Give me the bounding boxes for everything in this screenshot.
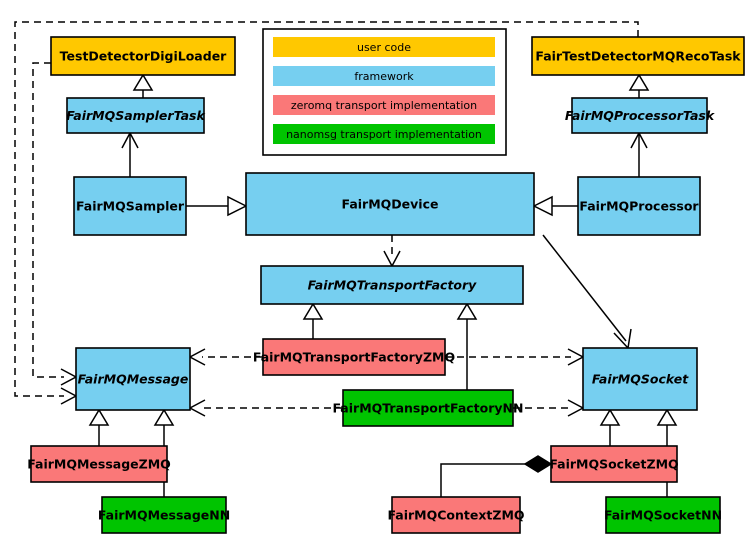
edge-device-to-socket <box>542 234 627 342</box>
class-label-FairMQSocketZMQ: FairMQSocketZMQ <box>549 457 678 472</box>
class-node-FairMQSamplerTask[interactable]: FairMQSamplerTask <box>66 97 205 134</box>
class-node-FairMQSocketNN[interactable]: FairMQSocketNN <box>604 496 722 534</box>
class-box-FairMQContextZMQ[interactable] <box>391 496 521 534</box>
class-node-FairTestDetectorMQRecoTask[interactable]: FairTestDetectorMQRecoTask <box>531 36 745 76</box>
class-label-FairMQProcessorTask: FairMQProcessorTask <box>565 108 715 123</box>
class-node-FairMQTransportFactoryNN[interactable]: FairMQTransportFactoryNN <box>333 389 524 427</box>
legend-label-3: nanomsg transport implementation <box>286 128 482 141</box>
class-label-FairMQSampler: FairMQSampler <box>76 199 185 214</box>
edge-recotask-to-message <box>14 21 639 397</box>
class-label-FairMQTransportFactoryZMQ: FairMQTransportFactoryZMQ <box>253 350 455 365</box>
class-label-FairTestDetectorMQRecoTask: FairTestDetectorMQRecoTask <box>535 49 741 64</box>
arrowhead-transportfactorynn-to-transportfactory <box>456 302 478 320</box>
class-box-FairMQTransportFactory[interactable] <box>260 265 524 305</box>
class-box-FairMQMessageZMQ[interactable] <box>30 445 168 483</box>
arrowhead-transportfactorynn-to-message <box>188 399 206 417</box>
arrowhead-processortask-to-recotask <box>628 73 650 91</box>
class-node-TestDetectorDigiLoader[interactable]: TestDetectorDigiLoader <box>50 36 236 76</box>
class-box-FairTestDetectorMQRecoTask[interactable] <box>531 36 745 76</box>
arrowhead-messagezmq-to-message <box>88 408 110 426</box>
class-node-FairMQProcessor[interactable]: FairMQProcessor <box>577 176 701 236</box>
arrowhead-samplertask-to-digiloader <box>132 73 154 91</box>
class-box-FairMQSocketNN[interactable] <box>605 496 721 534</box>
legend-label-2: zeromq transport implementation <box>291 99 477 112</box>
arrowhead-transportfactorynn-to-socket <box>567 399 585 417</box>
arrowhead-device-to-socket <box>613 328 632 350</box>
class-label-FairMQSocket: FairMQSocket <box>592 372 689 387</box>
arrowhead-messagenn-to-message <box>153 408 175 426</box>
class-box-FairMQDevice[interactable] <box>245 172 535 236</box>
legend-label-1: framework <box>354 70 414 83</box>
arrowhead-contextzmq-to-socketzmq <box>523 455 553 473</box>
legend-swatch-3 <box>273 124 495 144</box>
class-node-FairMQSocketZMQ[interactable]: FairMQSocketZMQ <box>549 445 679 483</box>
class-box-FairMQSocketZMQ[interactable] <box>550 445 678 483</box>
class-box-FairMQSampler[interactable] <box>73 176 187 236</box>
class-label-FairMQTransportFactory: FairMQTransportFactory <box>308 278 477 293</box>
class-box-TestDetectorDigiLoader[interactable] <box>50 36 236 76</box>
class-label-FairMQSamplerTask: FairMQSamplerTask <box>66 108 205 123</box>
class-box-FairMQProcessor[interactable] <box>577 176 701 236</box>
class-label-FairMQMessage: FairMQMessage <box>78 372 189 387</box>
edge-digiloader-to-message <box>32 62 64 378</box>
legend-label-0: user code <box>357 41 411 54</box>
legend-swatch-0 <box>273 37 495 57</box>
edge-contextzmq-to-socketzmq <box>440 463 537 497</box>
class-node-FairMQContextZMQ[interactable]: FairMQContextZMQ <box>387 496 525 534</box>
class-node-FairMQTransportFactoryZMQ[interactable]: FairMQTransportFactoryZMQ <box>253 338 455 376</box>
class-node-FairMQSampler[interactable]: FairMQSampler <box>73 176 187 236</box>
legend-item-2: zeromq transport implementation <box>273 95 495 115</box>
class-label-FairMQMessageZMQ: FairMQMessageZMQ <box>27 457 171 472</box>
arrowhead-sampler-to-device <box>227 195 248 217</box>
class-box-FairMQTransportFactoryNN[interactable] <box>342 389 514 427</box>
arrowhead-processor-to-device <box>532 195 553 217</box>
class-box-FairMQProcessorTask[interactable] <box>571 97 708 134</box>
class-node-FairMQTransportFactory[interactable]: FairMQTransportFactory <box>260 265 524 305</box>
arrowhead-socketzmq-to-socket <box>599 408 621 426</box>
class-label-FairMQDevice: FairMQDevice <box>342 197 439 212</box>
arrowhead-transportfactoryzmq-to-transportfactory <box>302 302 324 320</box>
class-node-FairMQMessageNN[interactable]: FairMQMessageNN <box>98 496 230 534</box>
class-label-FairMQSocketNN: FairMQSocketNN <box>604 508 722 523</box>
legend-item-3: nanomsg transport implementation <box>273 124 495 144</box>
class-box-FairMQTransportFactoryZMQ[interactable] <box>262 338 446 376</box>
legend-group: user code framework zeromq transport imple… <box>262 28 507 156</box>
legend-item-1: framework <box>273 66 495 86</box>
legend-swatch-1 <box>273 66 495 86</box>
class-box-FairMQSamplerTask[interactable] <box>66 97 205 134</box>
class-label-FairMQProcessor: FairMQProcessor <box>579 199 699 214</box>
class-box-FairMQMessageNN[interactable] <box>101 496 227 534</box>
class-node-FairMQDevice[interactable]: FairMQDevice <box>245 172 535 236</box>
nodes-layer: TestDetectorDigiLoaderFairMQSamplerTaskF… <box>27 36 745 534</box>
class-label-TestDetectorDigiLoader: TestDetectorDigiLoader <box>60 49 228 64</box>
class-node-FairMQSocket[interactable]: FairMQSocket <box>582 347 698 411</box>
class-label-FairMQMessageNN: FairMQMessageNN <box>98 508 230 523</box>
class-box-FairMQSocket[interactable] <box>582 347 698 411</box>
class-box-FairMQMessage[interactable] <box>75 347 191 411</box>
legend-item-0: user code <box>273 37 495 57</box>
class-node-FairMQProcessorTask[interactable]: FairMQProcessorTask <box>565 97 715 134</box>
class-node-FairMQMessage[interactable]: FairMQMessage <box>75 347 191 411</box>
class-label-FairMQTransportFactoryNN: FairMQTransportFactoryNN <box>333 401 524 416</box>
legend-swatch-2 <box>273 95 495 115</box>
class-label-FairMQContextZMQ: FairMQContextZMQ <box>387 508 524 523</box>
arrowhead-socketnn-to-socket <box>656 408 678 426</box>
class-node-FairMQMessageZMQ[interactable]: FairMQMessageZMQ <box>27 445 171 483</box>
